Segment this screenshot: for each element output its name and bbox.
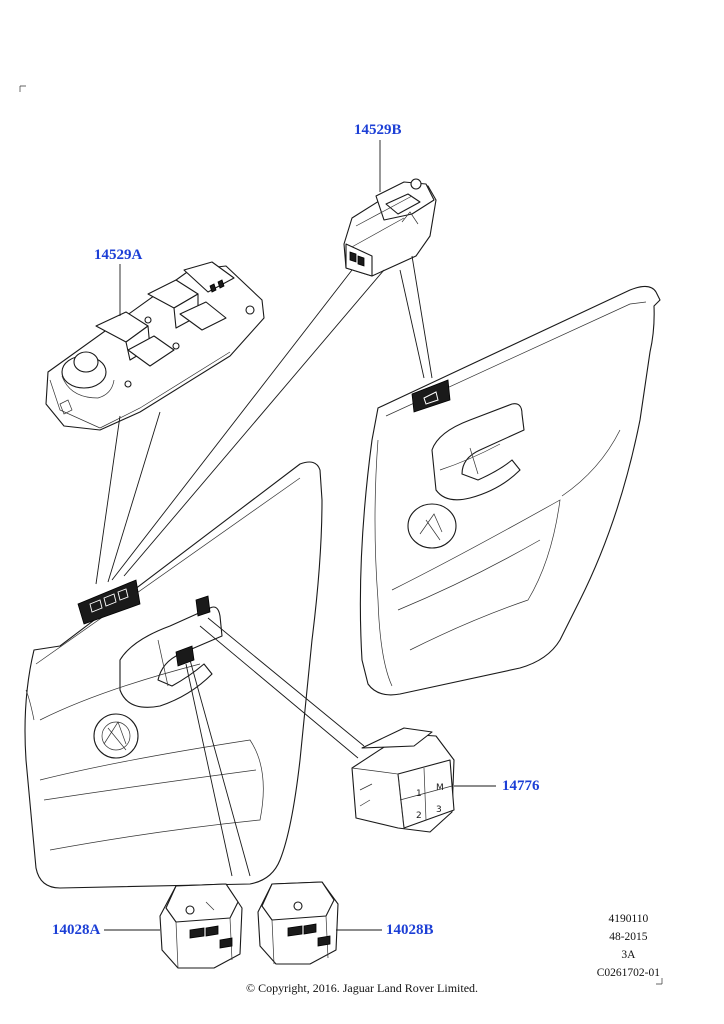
switch-14529B bbox=[343, 178, 437, 277]
reference-line-3: 3A bbox=[621, 949, 636, 961]
switch-14028A bbox=[159, 883, 243, 969]
key-3-label: 3 bbox=[436, 805, 442, 815]
callout-14028B[interactable]: 14028B bbox=[386, 922, 434, 938]
key-m-label: M bbox=[436, 783, 444, 793]
callout-14028A[interactable]: 14028A bbox=[52, 922, 101, 938]
reference-line-1: 4190110 bbox=[608, 913, 649, 925]
leader-lines bbox=[95, 140, 496, 931]
callout-14529A[interactable]: 14529A bbox=[94, 247, 143, 263]
rear-door-panel bbox=[359, 285, 661, 696]
callout-14529B[interactable]: 14529B bbox=[354, 122, 402, 138]
switch-14529A bbox=[45, 261, 265, 431]
key-1-label: 1 bbox=[416, 789, 422, 799]
reference-block: 4190110 48-2015 3A C0261702-01 bbox=[597, 910, 660, 982]
key-2-label: 2 bbox=[416, 811, 422, 821]
switch-14776: 1 M 2 3 bbox=[351, 727, 455, 833]
reference-line-2: 48-2015 bbox=[609, 931, 648, 943]
switch-14028B bbox=[257, 881, 339, 965]
callout-14776[interactable]: 14776 bbox=[502, 778, 540, 794]
copyright-notice: © Copyright, 2016. Jaguar Land Rover Lim… bbox=[245, 981, 479, 995]
reference-line-4: C0261702-01 bbox=[596, 967, 660, 979]
front-door-panel bbox=[24, 461, 323, 889]
